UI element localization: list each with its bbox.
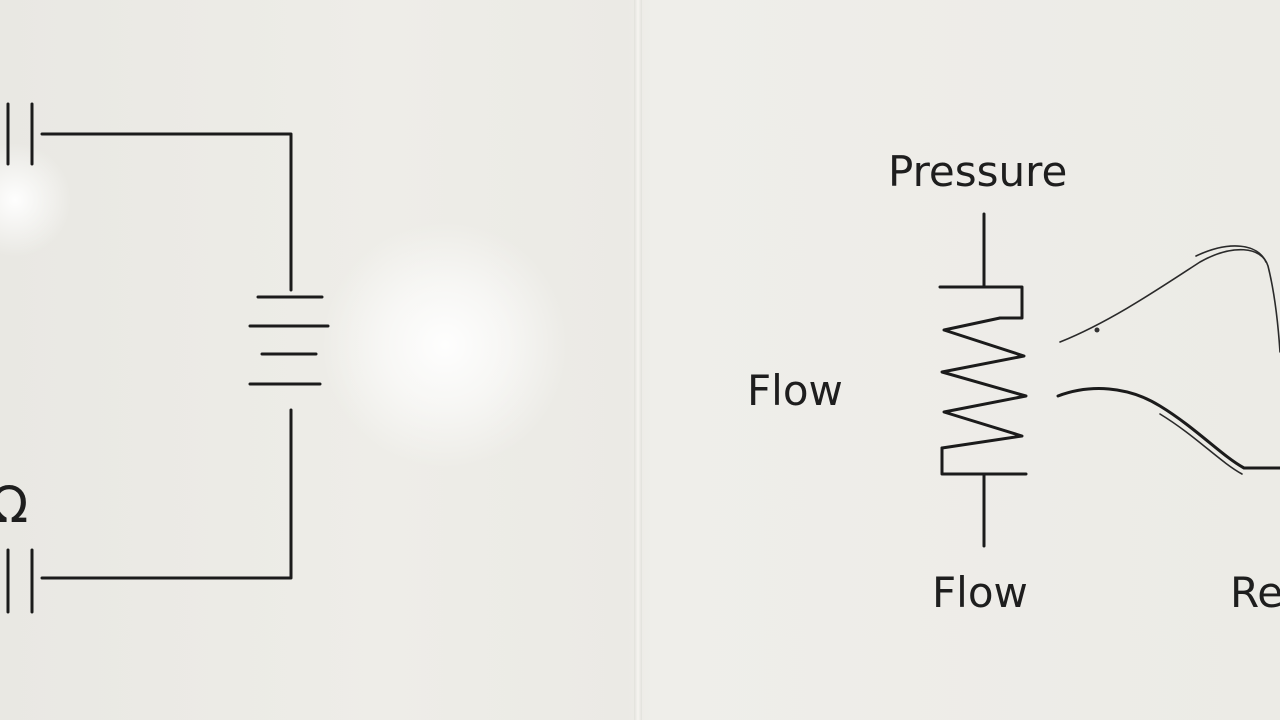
curve-thick-shadow <box>1159 413 1243 475</box>
resistor-bracket-bottom <box>940 446 1028 476</box>
electrical-circuit: Ω <box>0 102 330 614</box>
wire-bottom <box>40 408 293 580</box>
hydraulic-analogy: Pressure Flow Flow Re <box>747 147 1280 617</box>
label-flow-bottom: Flow <box>932 568 1028 617</box>
wire-top <box>40 132 293 292</box>
resistor-zigzag <box>940 316 1028 450</box>
curve-dot <box>1094 327 1100 333</box>
resistor-bracket-top <box>938 285 1024 320</box>
label-pressure: Pressure <box>888 147 1067 196</box>
panel-divider <box>634 0 642 720</box>
curve-thick <box>1056 387 1280 470</box>
curve-thin-echo <box>1195 245 1267 263</box>
label-right-partial: Re <box>1230 568 1280 617</box>
omega-symbol: Ω <box>0 476 28 534</box>
curve-thin <box>1059 248 1280 353</box>
label-flow-left: Flow <box>747 366 843 415</box>
